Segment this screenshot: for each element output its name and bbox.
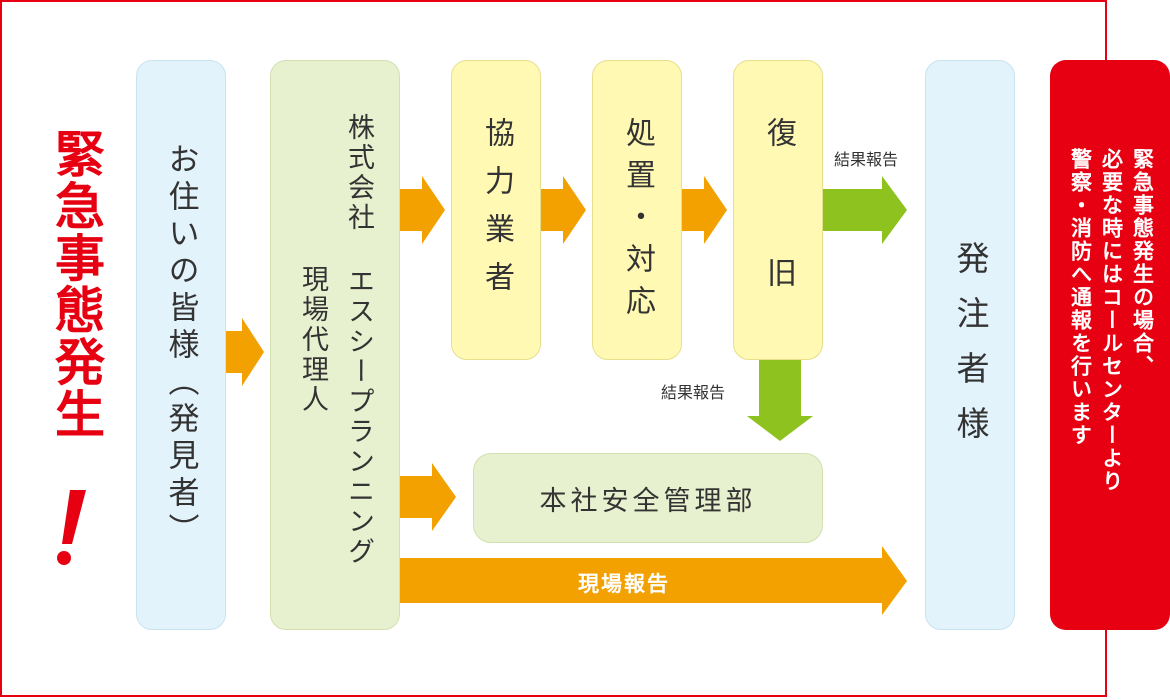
emergency-exclaim: ！ (42, 488, 98, 568)
emergency-heading-text: 緊急事態発生 (47, 128, 105, 440)
client-box: 発注者様 (925, 60, 1015, 630)
arrow-partner-to-treatment (541, 176, 586, 244)
company-name: 株式会社 エスシープランニング (343, 113, 374, 567)
exclaim-mark-icon (57, 490, 86, 565)
arrow-company-to-hq (400, 463, 456, 531)
hq-label: 本社安全管理部 (539, 485, 757, 517)
emergency-heading: 緊急事態発生 (30, 128, 105, 440)
result-report-down-label: 結果報告 (661, 383, 726, 402)
arrow-resident-to-company (226, 318, 264, 386)
arrow-treatment-to-restore (682, 176, 727, 244)
company-box: 株式会社 エスシープランニング 現場代理人 (270, 60, 400, 630)
treatment-box: 処置・対応 (592, 60, 682, 360)
partner-box: 協力業者 (451, 60, 541, 360)
restore-label: 復旧 (761, 117, 796, 397)
hq-box: 本社安全管理部 (473, 453, 823, 543)
arrow-site-report (400, 546, 907, 615)
client-label: 発注者様 (951, 241, 990, 461)
partner-label: 協力業者 (479, 117, 514, 309)
restore-box: 復旧 (733, 60, 823, 397)
arrow-company-to-partner (400, 176, 445, 244)
arrow-restore-to-hq (747, 360, 813, 441)
treatment-label: 処置・対応 (620, 117, 655, 327)
resident-label: お住いの皆様（発見者） (162, 143, 199, 550)
result-report-top-label: 結果報告 (834, 150, 899, 169)
company-role: 現場代理人 (297, 265, 328, 415)
callout-line3: 警察・消防へ通報を行います (1068, 148, 1093, 447)
resident-box: お住いの皆様（発見者） (136, 60, 226, 630)
site-report-label: 現場報告 (578, 572, 670, 596)
callout-line1: 緊急事態発生の場合、 (1130, 148, 1155, 378)
arrow-restore-to-client (823, 176, 907, 244)
callout-box: 緊急事態発生の場合、 必要な時にはコールセンターより 警察・消防へ通報を行います (1050, 60, 1170, 630)
callout-line2: 必要な時にはコールセンターより (1099, 148, 1124, 493)
